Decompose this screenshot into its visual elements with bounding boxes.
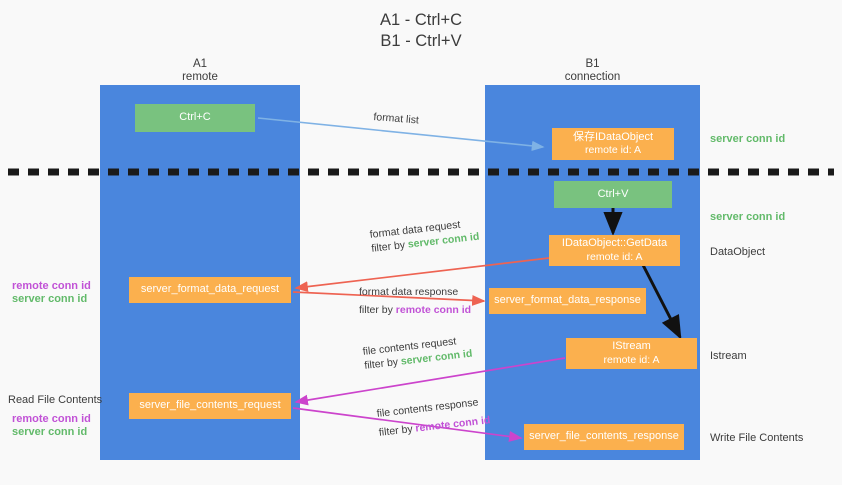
box-server-format-data-response[interactable]: server_format_data_response xyxy=(489,288,646,314)
edge-label-file-contents-response: file contents response filter by remote … xyxy=(376,394,491,439)
box-save-idataobject[interactable]: 保存IDataObject remote id: A xyxy=(552,128,674,160)
edge-label-format-list-text: format list xyxy=(372,110,420,127)
box-server-format-data-response-label: server_format_data_response xyxy=(494,294,641,307)
filter-prefix: filter by xyxy=(370,238,409,255)
box-save-idataobject-line2: remote id: A xyxy=(584,144,642,156)
lane-header-a1: A1 remote xyxy=(182,58,218,83)
box-idataobject-getdata[interactable]: IDataObject::GetData remote id: A xyxy=(549,235,680,266)
box-server-file-contents-response[interactable]: server_file_contents_response xyxy=(524,424,684,450)
edge-label-format-data-response-filter: filter by remote conn id xyxy=(359,303,471,317)
filter-prefix: filter by xyxy=(363,355,402,372)
box-idataobject-getdata-line1: IDataObject::GetData xyxy=(561,237,668,249)
box-server-format-data-request[interactable]: server_format_data_request xyxy=(129,277,291,303)
box-istream-line1: IStream xyxy=(612,340,651,352)
diagram-title: A1 - Ctrl+C B1 - Ctrl+V xyxy=(379,11,463,50)
left-label-read-file-contents: Read File Contents xyxy=(8,394,103,406)
box-idataobject-getdata-line2: remote id: A xyxy=(586,250,643,263)
right-label-istream: Istream xyxy=(710,350,747,362)
box-ctrl-c[interactable]: Ctrl+C xyxy=(135,104,255,132)
lane-header-b1: B1 connection xyxy=(564,58,621,83)
left-label-remote-conn-id-lower: remote conn id xyxy=(12,413,91,425)
box-ctrl-v[interactable]: Ctrl+V xyxy=(554,181,672,208)
box-istream[interactable]: IStream remote id: A xyxy=(566,338,697,369)
right-label-server-conn-id-mid: server conn id xyxy=(710,211,786,223)
edge-label-file-contents-request: file contents request filter by server c… xyxy=(362,333,473,373)
edge-label-format-data-response: format data response filter by remote co… xyxy=(359,285,471,317)
left-label-server-conn-id-lower: server conn id xyxy=(12,426,88,438)
filter-value-remote-conn-id: remote conn id xyxy=(414,414,491,435)
box-server-file-contents-request-label: server_file_contents_request xyxy=(139,399,281,412)
filter-prefix: filter by xyxy=(378,422,417,439)
right-label-server-conn-id-top: server conn id xyxy=(710,133,786,145)
filter-prefix: filter by xyxy=(359,304,396,316)
box-ctrl-c-label: Ctrl+C xyxy=(179,111,211,124)
edge-label-format-data-response-text: format data response xyxy=(359,286,459,298)
edge-label-format-data-request: format data request filter by server con… xyxy=(369,216,480,256)
left-label-server-conn-id-upper: server conn id xyxy=(12,293,88,305)
box-server-file-contents-request[interactable]: server_file_contents_request xyxy=(129,393,291,419)
right-label-dataobject: DataObject xyxy=(710,246,766,258)
box-save-idataobject-line1: 保存IDataObject xyxy=(572,130,654,143)
box-server-format-data-request-label: server_format_data_request xyxy=(140,283,280,296)
box-server-file-contents-response-label: server_file_contents_response xyxy=(529,430,679,443)
box-ctrl-v-label: Ctrl+V xyxy=(597,187,629,200)
left-label-remote-conn-id-upper: remote conn id xyxy=(12,280,91,292)
box-istream-line2: remote id: A xyxy=(603,353,660,366)
filter-value-remote-conn-id: remote conn id xyxy=(395,304,472,316)
right-label-write-file-contents: Write File Contents xyxy=(710,432,804,444)
edge-label-format-list: format list xyxy=(373,110,419,128)
